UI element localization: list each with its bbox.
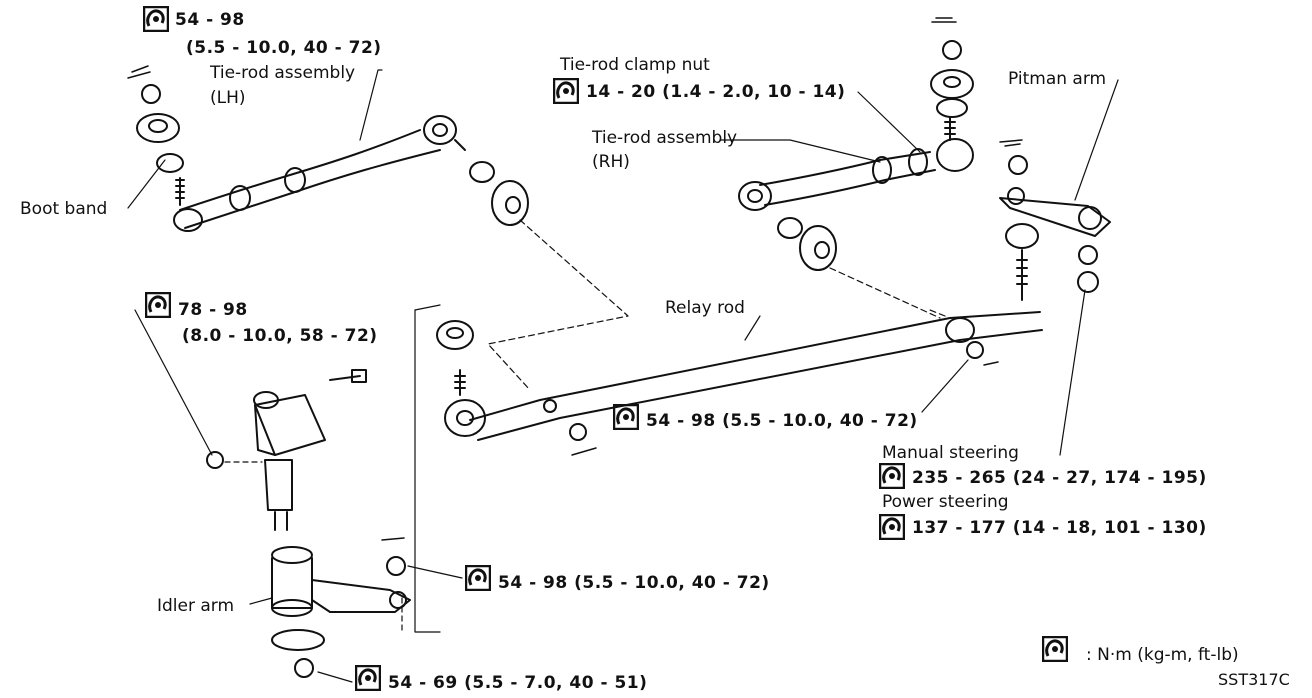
figure-id: SST317C: [1218, 670, 1290, 689]
torque-manual-steering: 235 - 265 (24 - 27, 174 - 195): [912, 468, 1207, 488]
legend-units: : N·m (kg-m, ft-lb): [1086, 645, 1239, 665]
torque-wrench-icon: [613, 404, 639, 430]
torque-wrench-icon: [355, 665, 381, 691]
label-idler-arm: Idler arm: [157, 596, 235, 616]
label-manual-steering: Manual steering: [882, 443, 1019, 463]
torque-wrench-icon: [879, 514, 905, 540]
torque-wrench-icon: [465, 565, 491, 591]
label-relay-rod: Relay rod: [665, 298, 745, 318]
torque-wrench-icon: [879, 463, 905, 489]
label-tie-rod-lh: Tie-rod assembly: [210, 63, 356, 83]
tie-rod-lh-drawing: [127, 65, 466, 232]
label-tie-rod-rh-side: (RH): [592, 152, 630, 172]
torque-wrench-icon: [145, 292, 171, 318]
torque-power-steering: 137 - 177 (14 - 18, 101 - 130): [912, 518, 1207, 538]
torque-relay-rod-nut: 54 - 98 (5.5 - 10.0, 40 - 72): [646, 411, 918, 431]
label-tie-rod-clamp-nut: Tie-rod clamp nut: [560, 55, 710, 75]
pitman-arm-drawing: [999, 79, 1119, 456]
torque-idler-bracket-sub: (8.0 - 10.0, 58 - 72): [182, 326, 378, 346]
torque-idler-bracket-nm: 78 - 98: [178, 300, 248, 320]
torque-wrench-icon: [143, 6, 169, 32]
label-tie-rod-lh-side: (LH): [210, 88, 246, 108]
torque-wrench-icon: [1042, 636, 1068, 662]
torque-wrench-icon: [553, 78, 579, 104]
torque-top-left-nm: 54 - 98: [175, 10, 245, 30]
label-tie-rod-rh: Tie-rod assembly: [592, 128, 738, 148]
idler-arm-drawing: [134, 69, 921, 683]
torque-idler-arm-nut: 54 - 98 (5.5 - 10.0, 40 - 72): [498, 573, 770, 593]
relay-rod-drawing: [414, 161, 1043, 633]
tie-rod-rh-drawing: [738, 17, 974, 319]
torque-top-left-sub: (5.5 - 10.0, 40 - 72): [186, 38, 382, 58]
label-pitman-arm: Pitman arm: [1008, 69, 1107, 89]
torque-idler-bottom-nut: 54 - 69 (5.5 - 7.0, 40 - 51): [388, 673, 648, 693]
label-boot-band: Boot band: [20, 199, 108, 219]
label-power-steering: Power steering: [882, 492, 1009, 512]
torque-clamp-nut: 14 - 20 (1.4 - 2.0, 10 - 14): [586, 82, 846, 102]
